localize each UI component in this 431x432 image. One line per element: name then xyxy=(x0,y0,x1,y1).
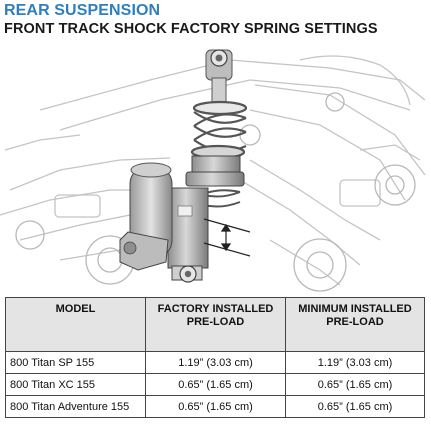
section-title: REAR SUSPENSION xyxy=(4,2,161,19)
column-header-factory-preload: FACTORY INSTALLED PRE-LOAD xyxy=(145,297,286,352)
preload-settings-table: MODEL FACTORY INSTALLED PRE-LOAD MINIMUM… xyxy=(5,297,425,418)
shock-body xyxy=(119,155,245,283)
table-row: 800 Titan Adventure 155 0.65” (1.65 cm) … xyxy=(5,395,425,418)
table-row: 800 Titan SP 155 1.19” (3.03 cm) 1.19” (… xyxy=(5,351,425,374)
shock-top-mount xyxy=(205,49,233,105)
page-subtitle: FRONT TRACK SHOCK FACTORY SPRING SETTING… xyxy=(4,21,378,37)
chassis-line-art xyxy=(0,55,426,286)
factory-preload-cell: 1.19” (3.03 cm) xyxy=(145,351,286,374)
table-row: 800 Titan XC 155 0.65” (1.65 cm) 0.65” (… xyxy=(5,373,425,396)
factory-preload-cell: 0.65” (1.65 cm) xyxy=(145,395,286,418)
column-header-model: MODEL xyxy=(5,297,146,352)
model-cell: 800 Titan XC 155 xyxy=(5,373,146,396)
minimum-preload-cell: 0.65” (1.65 cm) xyxy=(285,395,425,418)
table-header-row: MODEL FACTORY INSTALLED PRE-LOAD MINIMUM… xyxy=(5,297,425,352)
preload-measurement-arrow-icon xyxy=(203,218,251,257)
coil-spring xyxy=(190,100,248,160)
model-cell: 800 Titan SP 155 xyxy=(5,351,146,374)
minimum-preload-cell: 0.65” (1.65 cm) xyxy=(285,373,425,396)
minimum-preload-cell: 1.19” (3.03 cm) xyxy=(285,351,425,374)
front-track-shock-illustration-icon xyxy=(0,49,426,292)
model-cell: 800 Titan Adventure 155 xyxy=(5,395,146,418)
factory-preload-cell: 0.65” (1.65 cm) xyxy=(145,373,286,396)
column-header-minimum-preload: MINIMUM INSTALLED PRE-LOAD xyxy=(285,297,425,352)
